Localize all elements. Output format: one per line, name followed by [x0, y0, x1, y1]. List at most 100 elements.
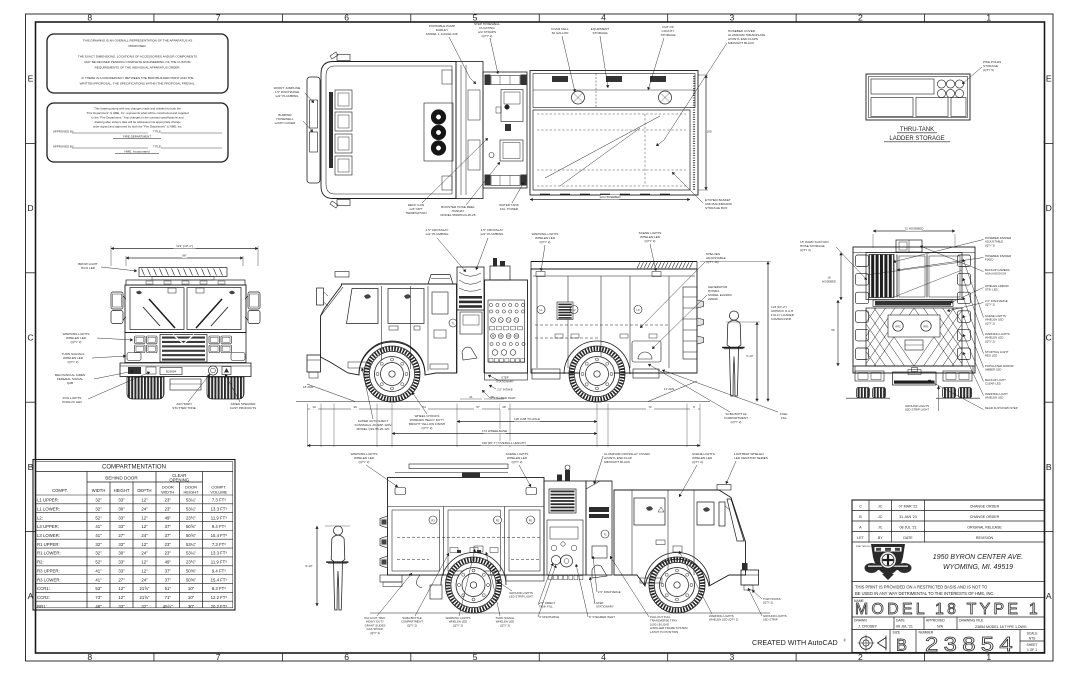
svg-text:"Fire Department" & HME, Inc.: "Fire Department" & HME, Inc. represents… — [86, 111, 189, 115]
svg-text:DOOR: DOOR — [185, 485, 197, 490]
svg-text:12' AML: 12' AML — [664, 387, 675, 391]
svg-text:30 GALLON: 30 GALLON — [552, 31, 569, 35]
svg-text:STIK LED: STIK LED — [985, 288, 998, 292]
svg-text:HEAVY DUTY: HEAVY DUTY — [366, 620, 384, 624]
svg-text:6" STEAMER INLET: 6" STEAMER INLET — [490, 396, 516, 400]
svg-text:SHELVES: SHELVES — [706, 252, 720, 256]
svg-text:WATER TANK: WATER TANK — [499, 203, 520, 207]
svg-text:121" [10'-1"]: 121" [10'-1"] — [176, 244, 193, 248]
svg-text:FUEL: FUEL — [780, 412, 788, 416]
svg-text:28: 28 — [502, 405, 506, 409]
svg-text:HEIGHT: HEIGHT — [114, 488, 130, 493]
svg-text:STATIONARY: STATIONARY — [496, 379, 514, 383]
svg-text:OPENING: OPENING — [169, 478, 189, 483]
svg-text:7.3 FT³: 7.3 FT³ — [212, 542, 226, 547]
svg-text:drawing after today's date wil: drawing after today's date will be addre… — [94, 120, 181, 124]
svg-text:100: 100 — [706, 130, 711, 134]
svg-text:TITLE:: TITLE: — [153, 130, 162, 134]
svg-text:THRU-TANK: THRU-TANK — [900, 127, 934, 133]
svg-text:30": 30" — [118, 506, 125, 511]
svg-text:COMPARTMENT: COMPARTMENT — [401, 620, 423, 624]
svg-text:7.3 FT³: 7.3 FT³ — [212, 498, 226, 503]
svg-text:4" DISCHARGE: 4" DISCHARGE — [539, 615, 559, 619]
svg-text:08 JUL '21: 08 JUL '21 — [900, 525, 917, 529]
svg-text:LATCH TO POSITION: LATCH TO POSITION — [650, 630, 678, 634]
svg-text:48": 48" — [95, 604, 102, 609]
svg-text:20.2 FT³: 20.2 FT³ — [211, 604, 228, 609]
svg-text:PROPOSED.: PROPOSED. — [128, 44, 146, 48]
svg-text:CLEAR: CLEAR — [172, 473, 186, 478]
svg-text:WHELEN LED: WHELEN LED — [66, 336, 87, 340]
svg-text:5'-10": 5'-10" — [746, 354, 753, 358]
svg-text:WHELEN LED: WHELEN LED — [640, 235, 661, 239]
svg-text:10": 10" — [188, 586, 195, 591]
svg-text:L2: L2 — [572, 308, 576, 312]
svg-text:73": 73" — [95, 595, 102, 600]
svg-text:54: 54 — [422, 405, 426, 409]
svg-text:ADJUSTABLE: ADJUSTABLE — [985, 240, 1003, 244]
svg-text:WHELEN LED: WHELEN LED — [692, 456, 713, 460]
svg-text:TURN SIGNAL: TURN SIGNAL — [495, 616, 515, 620]
svg-text:120 CAB TO AXLE: 120 CAB TO AXLE — [514, 417, 540, 421]
svg-text:SCBA BOTTLE: SCBA BOTTLE — [402, 616, 422, 620]
svg-text:BOOSTER HOSE REEL: BOOSTER HOSE REEL — [441, 205, 475, 209]
svg-text:06 JUL '21: 06 JUL '21 — [896, 625, 913, 629]
svg-text:LIGHTBAR WHELEN: LIGHTBAR WHELEN — [734, 452, 764, 456]
svg-text:AMBER LED: AMBER LED — [985, 368, 1001, 372]
svg-text:STORAGE BOX: STORAGE BOX — [705, 206, 727, 210]
svg-text:ASA AUDIOVOX: ASA AUDIOVOX — [985, 272, 1006, 276]
svg-text:33": 33" — [118, 568, 125, 573]
svg-text:23½": 23½" — [186, 515, 196, 520]
svg-text:R2:: R2: — [37, 560, 44, 565]
svg-text:32": 32" — [95, 498, 102, 503]
svg-text:1000 LB LOAD: 1000 LB LOAD — [650, 622, 669, 626]
svg-text:30": 30" — [118, 551, 125, 556]
svg-text:LED CENATOR SERIES: LED CENATOR SERIES — [734, 456, 768, 460]
svg-text:GENERATOR: GENERATOR — [708, 285, 728, 289]
svg-text:HME, Incorporated: HME, Incorporated — [124, 150, 150, 154]
svg-text:6: 6 — [344, 652, 349, 662]
svg-text:41": 41" — [95, 568, 102, 573]
svg-text:MECHANICAL SIREN: MECHANICAL SIREN — [55, 373, 85, 377]
svg-text:(QTY 10): (QTY 10) — [706, 260, 719, 264]
svg-text:NUMBER: NUMBER — [919, 631, 934, 635]
svg-text:L2:: L2: — [37, 515, 43, 520]
svg-text:HOSEBED DIVIDER: HOSEBED DIVIDER — [985, 254, 1011, 258]
svg-text:T1: T1 — [603, 533, 607, 537]
svg-text:37": 37" — [165, 568, 172, 573]
svg-text:33": 33" — [118, 498, 125, 503]
svg-text:VOLUME: VOLUME — [210, 489, 227, 494]
svg-text:23": 23" — [165, 551, 172, 556]
svg-text:11.9 FT³: 11.9 FT³ — [211, 515, 227, 520]
svg-text:24": 24" — [141, 577, 148, 582]
svg-text:2: 2 — [858, 13, 863, 23]
svg-text:APPROVED BY:: APPROVED BY: — [53, 130, 75, 134]
svg-text:ALUMINUM CROSSLAY COVER: ALUMINUM CROSSLAY COVER — [604, 452, 651, 456]
svg-text:B: B — [896, 637, 907, 655]
svg-text:THE EXACT DIMENSIONS, LOCATION: THE EXACT DIMENSIONS, LOCATIONS OF ACCES… — [78, 55, 197, 59]
svg-text:21: 21 — [469, 395, 473, 399]
svg-text:AIR HORN: AIR HORN — [176, 402, 191, 406]
svg-text:L3 UPPER:: L3 UPPER: — [37, 524, 59, 529]
svg-text:FULLY LOADED: FULLY LOADED — [771, 313, 795, 317]
svg-text:13.3 FT³: 13.3 FT³ — [211, 551, 228, 556]
svg-text:B: B — [28, 462, 34, 472]
svg-text:B23854: B23854 — [166, 370, 177, 374]
svg-text:1 OF 1: 1 OF 1 — [1027, 648, 1037, 652]
svg-text:53": 53" — [95, 586, 102, 591]
svg-text:SUPER AUTO EJECT: SUPER AUTO EJECT — [358, 419, 389, 423]
svg-text:CCR1:: CCR1: — [37, 586, 50, 591]
svg-text:DECK GUN: DECK GUN — [408, 203, 424, 207]
svg-text:STEP: STEP — [501, 376, 508, 380]
svg-text:GAS SHOCK: GAS SHOCK — [367, 627, 384, 631]
svg-text:JC: JC — [878, 525, 883, 529]
svg-text:DATE: DATE — [896, 618, 906, 622]
svg-text:FOAM CELL: FOAM CELL — [551, 27, 569, 31]
svg-text:J. CROSBY: J. CROSBY — [858, 625, 878, 629]
svg-text:MIDNIGHT BLACK: MIDNIGHT BLACK — [728, 41, 755, 45]
svg-text:32": 32" — [95, 551, 102, 556]
svg-text:RR1: RR1 — [923, 325, 929, 329]
svg-text:13.3 FT³: 13.3 FT³ — [211, 506, 228, 511]
svg-text:FEDERAL SIGNAL: FEDERAL SIGNAL — [57, 377, 84, 381]
svg-text:8: 8 — [87, 13, 92, 23]
